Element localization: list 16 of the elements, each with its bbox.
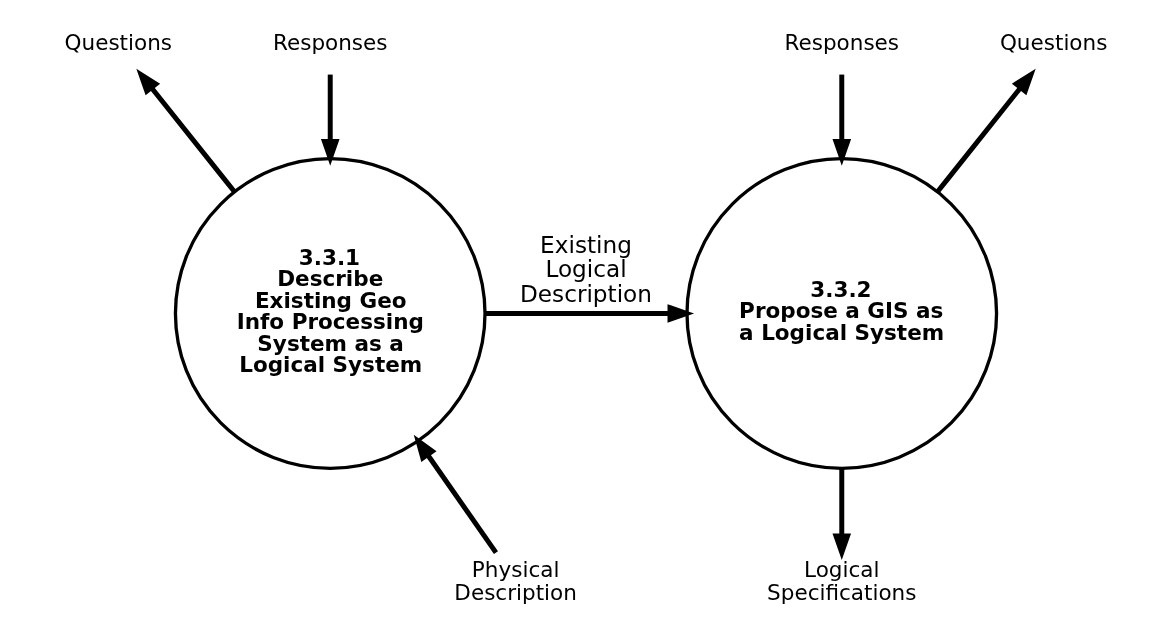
arrow [832, 74, 852, 166]
node-text: Physical Description [454, 556, 577, 605]
node-circle: 3.3.1 Describe Existing Geo Info Processing System as a Logical System [173, 157, 487, 470]
arrow [320, 74, 340, 166]
node-text: Responses [272, 30, 388, 56]
arrow [832, 468, 852, 561]
node-circle: 3.3.2 Propose a GIS as a Logical System [685, 157, 999, 470]
node-text: Questions [64, 30, 173, 56]
arrow [136, 68, 237, 194]
edge-label: Existing Logical Description [520, 230, 652, 308]
arrow [935, 68, 1036, 194]
node-text: Questions [999, 30, 1108, 56]
node-text: Responses [784, 30, 900, 56]
node-text: Logical Specifications [767, 556, 917, 605]
arrow [413, 434, 498, 555]
arrow [485, 304, 695, 323]
